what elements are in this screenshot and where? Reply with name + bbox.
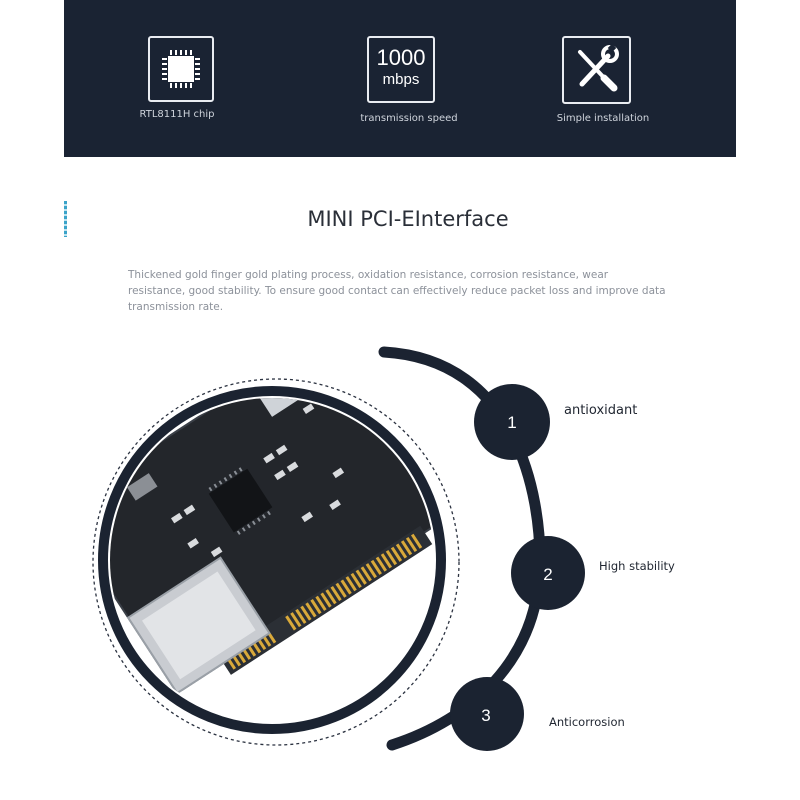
tools-icon-frame (562, 36, 631, 104)
chip-caption: RTL8111H chip (139, 109, 215, 120)
dashed-ring (92, 378, 460, 746)
point-2-number: 2 (543, 565, 552, 584)
section-description: Thickened gold finger gold plating proce… (128, 269, 666, 313)
accent-bar (64, 201, 67, 237)
point-1-number: 1 (507, 413, 516, 432)
speed-number: 1000 (376, 45, 426, 70)
point-2-label: High stability (599, 559, 675, 573)
point-1-label: antioxidant (564, 403, 638, 418)
speed-badge: 1000 mbps (367, 36, 435, 103)
speed-caption: transmission speed (360, 113, 458, 124)
tools-icon (578, 43, 619, 92)
point-2-node: 2 (511, 536, 585, 610)
point-3-label: Anticorrosion (549, 715, 625, 729)
point-3-number: 3 (481, 706, 490, 725)
section-title: MINI PCI-EInterface (307, 207, 509, 231)
speed-unit: mbps (382, 71, 420, 88)
chip-icon-frame (148, 36, 214, 102)
point-3-node: 3 (450, 677, 524, 751)
chip-icon (162, 50, 200, 88)
installation-caption: Simple installation (556, 113, 650, 124)
point-1-node: 1 (474, 384, 550, 460)
network-card-photo (110, 398, 434, 695)
